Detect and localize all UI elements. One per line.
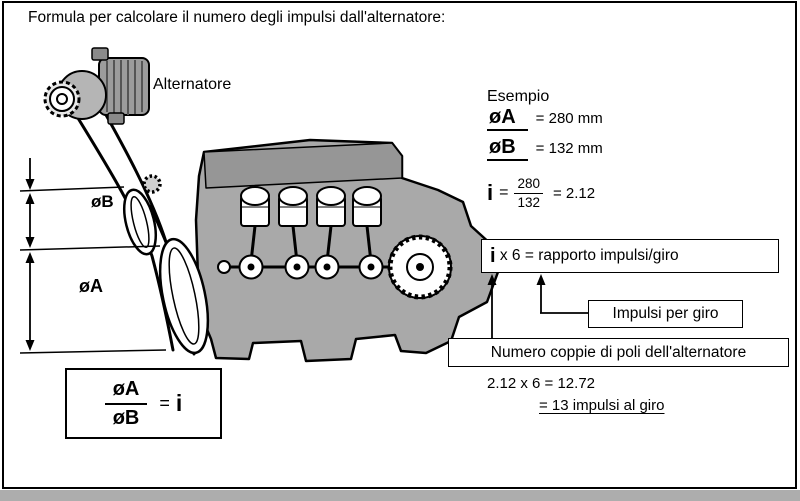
tensioner-gear xyxy=(142,174,162,194)
example-ratio: i = 280 132 = 2.12 xyxy=(487,176,595,210)
example-diameter-b: øB = 132 mm xyxy=(487,136,603,161)
pulse-formula-text: x 6 = rapporto impulsi/giro xyxy=(495,247,679,264)
example-heading: Esempio xyxy=(487,88,550,105)
formula-fraction: øA øB xyxy=(104,378,148,430)
diameter-a-value: = 280 mm xyxy=(535,110,603,127)
pulley-small xyxy=(122,188,158,256)
page-title: Formula per calcolare il numero degli im… xyxy=(28,9,446,26)
pulley-a-label: øA xyxy=(76,276,106,297)
formula-equals: = xyxy=(159,393,170,413)
ratio-i-symbol: i xyxy=(487,180,494,206)
pistons xyxy=(238,186,384,280)
calculation-line-2: = 13 impulsi al giro xyxy=(539,397,665,414)
ratio-result: = 2.12 xyxy=(553,184,596,202)
ratio-equals: = xyxy=(499,184,509,202)
pulley-b-label: øB xyxy=(88,192,117,212)
alternator-label: Alternatore xyxy=(153,76,232,93)
dimension-arrows xyxy=(19,158,167,354)
ratio-fraction: 280 132 xyxy=(514,176,543,210)
engine-block xyxy=(194,138,500,363)
ratio-formula-box: øA øB = i xyxy=(65,368,222,439)
flywheel xyxy=(387,234,453,300)
pole-pairs-box: Numero coppie di poli dell'alternatore xyxy=(448,338,789,367)
alternator-drawing xyxy=(43,47,150,125)
diameter-a-symbol: øA xyxy=(487,106,528,131)
diameter-b-symbol: øB xyxy=(487,136,528,161)
page-bottom-edge xyxy=(0,490,800,501)
impulses-per-rev-box: Impulsi per giro xyxy=(588,300,743,328)
pulley-large xyxy=(158,237,210,355)
formula-denominator: øB xyxy=(112,406,140,429)
example-diameter-a: øA = 280 mm xyxy=(487,106,603,131)
formula-i-symbol: i xyxy=(175,390,183,416)
connector-arrows xyxy=(487,274,588,338)
pulse-formula-box: i x 6 = rapporto impulsi/giro xyxy=(481,239,779,273)
ratio-denominator: 132 xyxy=(517,194,540,210)
calculation-line-1: 2.12 x 6 = 12.72 xyxy=(487,375,596,392)
pulse-i-symbol: i xyxy=(490,244,496,267)
ratio-numerator: 280 xyxy=(514,176,543,194)
diameter-b-value: = 132 mm xyxy=(535,140,603,157)
formula-numerator: øA xyxy=(104,378,148,405)
